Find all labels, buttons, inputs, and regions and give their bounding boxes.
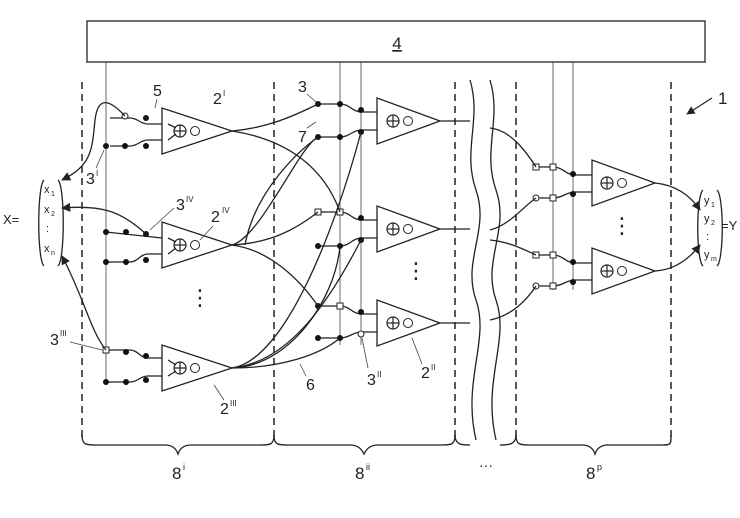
output-y-dots: :: [706, 231, 709, 243]
svg-text:p: p: [597, 462, 602, 472]
svg-text:y: y: [704, 213, 710, 225]
brace-ellipsis: ···: [479, 457, 493, 473]
output-ym: y m: [704, 249, 717, 263]
layer-label-8p: 8 p: [586, 462, 602, 483]
svg-text:1: 1: [51, 191, 55, 198]
neuron-2II-top: [315, 97, 442, 145]
control-lines: [105, 62, 574, 383]
label-2IV-sup: IV: [222, 206, 230, 215]
output-vector: =Y y 1 y 2 : y m: [697, 189, 738, 267]
svg-text:2: 2: [51, 211, 55, 218]
output-y1: y 1: [704, 195, 715, 209]
svg-text::: :: [706, 231, 709, 243]
label-5: 5: [153, 83, 162, 100]
label-7: 7: [298, 129, 307, 146]
label-2II: 2: [421, 365, 430, 382]
label-3IV: 3: [176, 197, 185, 214]
neuron-output-bot: [532, 247, 657, 295]
layer1-vdots: ⋮: [189, 285, 211, 310]
neuron-2III: [102, 344, 235, 392]
svg-text:8: 8: [355, 464, 364, 483]
label-3II: 3: [367, 372, 376, 389]
svg-text:n: n: [51, 250, 55, 257]
svg-text:ii: ii: [366, 462, 370, 472]
label-3: 3: [298, 79, 307, 96]
input-vector: X= x 1 x 2 : x n: [3, 179, 64, 267]
svg-text:m: m: [711, 256, 717, 263]
svg-text:8: 8: [586, 464, 595, 483]
input-x-dots: :: [46, 223, 49, 235]
svg-text:x: x: [44, 204, 50, 216]
label-3III: 3: [50, 332, 59, 349]
label-3IV-sup: IV: [186, 195, 194, 204]
svg-text:x: x: [44, 184, 50, 196]
layer-braces: ···: [81, 434, 672, 473]
neuron-output-top: [532, 159, 657, 207]
neuron-2II-bot: [315, 299, 442, 347]
label-2IV: 2: [211, 209, 220, 226]
label-3III-sup: III: [60, 329, 67, 338]
label-2III: 2: [220, 401, 229, 418]
svg-text:x: x: [44, 243, 50, 255]
neuron-2I: [103, 107, 235, 155]
connections: [61, 101, 701, 369]
label-3II-sup: II: [377, 370, 381, 379]
label-2I-sup: I: [223, 89, 225, 98]
svg-text:8: 8: [172, 464, 181, 483]
layer-label-8i: 8 i: [172, 462, 185, 483]
svg-text:y: y: [704, 195, 710, 207]
layer-label-8ii: 8 ii: [355, 462, 370, 483]
box-label: 4: [392, 34, 401, 53]
svg-text:2: 2: [711, 220, 715, 227]
reference-labels: 5 2 I 3 7 3 I 3 IV 2 IV 3 III 2 III 6 3: [50, 79, 435, 418]
neuron-2II-mid: [314, 205, 442, 253]
label-3I: 3: [86, 171, 95, 188]
svg-text:y: y: [704, 249, 710, 261]
label-6: 6: [306, 377, 315, 394]
label-3I-sup: I: [96, 169, 98, 178]
neuron-2IV: [103, 221, 235, 269]
label-2II-sup: II: [431, 363, 435, 372]
input-x1: x 1: [44, 184, 55, 198]
svg-text::: :: [46, 223, 49, 235]
input-xn: x n: [44, 243, 55, 257]
system-label: 1: [718, 89, 727, 108]
input-x2: x 2: [44, 204, 55, 218]
layer2-vdots: ⋮: [405, 258, 427, 283]
label-2III-sup: III: [230, 399, 237, 408]
label-2I: 2: [213, 91, 222, 108]
output-vdots: ⋮: [611, 213, 633, 238]
break-lines: [469, 79, 501, 441]
input-vector-lhs: X=: [3, 212, 19, 227]
output-vector-rhs: =Y: [721, 218, 738, 233]
control-unit-box: 4: [86, 20, 706, 63]
system-pointer: 1: [686, 89, 727, 115]
svg-text:i: i: [183, 462, 185, 472]
output-y2: y 2: [704, 213, 715, 227]
svg-text:1: 1: [711, 202, 715, 209]
